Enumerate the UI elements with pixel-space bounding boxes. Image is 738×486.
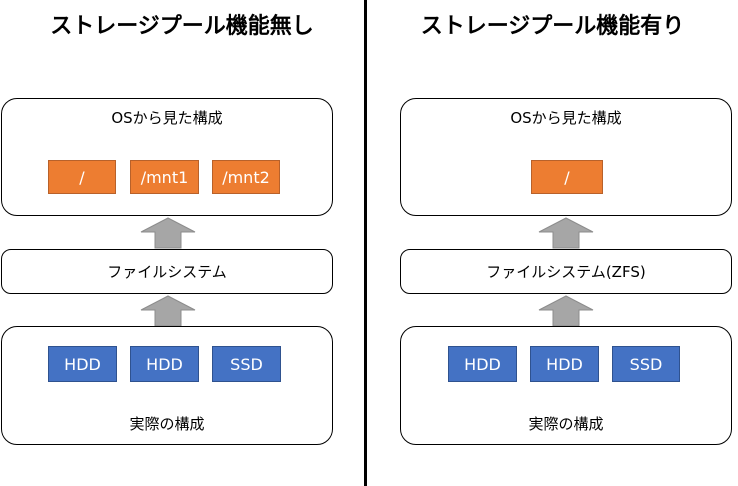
left-disk-ssd: SSD <box>212 346 281 382</box>
left-mount-mnt2: /mnt2 <box>212 160 280 194</box>
right-disk-hdd-2: HDD <box>530 346 599 382</box>
right-panel-title: ストレージプール機能有り <box>420 14 685 39</box>
right-lower-arrow-icon <box>538 295 594 327</box>
left-os-view-box: OSから見た構成 / /mnt1 /mnt2 <box>1 98 333 216</box>
right-filesystem-label: ファイルシステム(ZFS) <box>486 263 646 281</box>
left-disk-hdd-2: HDD <box>130 346 199 382</box>
right-filesystem-box: ファイルシステム(ZFS) <box>400 249 732 294</box>
left-lower-arrow-icon <box>140 295 196 327</box>
left-mount-mnt1: /mnt1 <box>130 160 199 194</box>
left-filesystem-label: ファイルシステム <box>107 263 227 281</box>
left-physical-box: HDD HDD SSD 実際の構成 <box>1 326 333 445</box>
left-mount-root: / <box>48 160 116 194</box>
left-os-view-label: OSから見た構成 <box>111 109 223 127</box>
right-physical-box: HDD HDD SSD 実際の構成 <box>400 326 732 445</box>
left-physical-label: 実際の構成 <box>129 415 205 433</box>
left-panel-title: ストレージプール機能無し <box>50 14 314 39</box>
right-upper-arrow-icon <box>538 217 594 249</box>
right-disk-ssd: SSD <box>612 346 680 382</box>
right-os-view-box: OSから見た構成 / <box>400 98 732 216</box>
left-disk-hdd-1: HDD <box>48 346 117 382</box>
panel-divider <box>364 0 367 486</box>
right-os-view-label: OSから見た構成 <box>510 109 622 127</box>
left-filesystem-box: ファイルシステム <box>1 249 333 294</box>
right-physical-label: 実際の構成 <box>528 415 604 433</box>
left-upper-arrow-icon <box>140 217 196 249</box>
right-mount-root: / <box>531 160 603 194</box>
right-disk-hdd-1: HDD <box>448 346 517 382</box>
